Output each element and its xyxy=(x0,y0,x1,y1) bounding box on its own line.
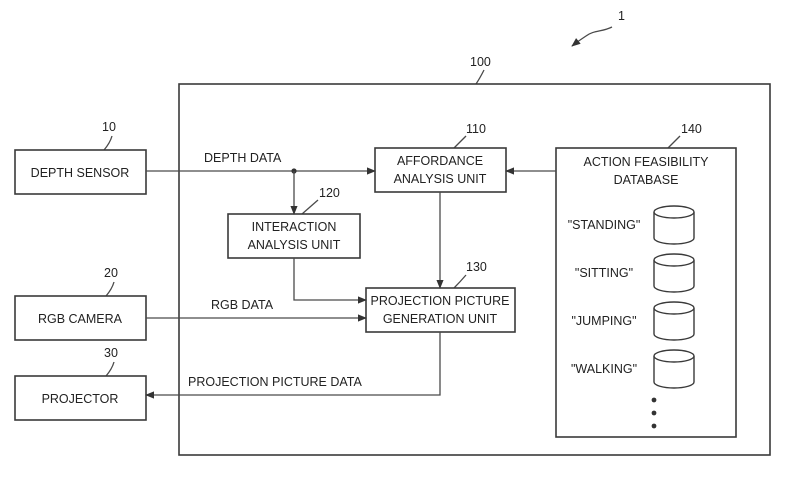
ellipsis-dot xyxy=(651,397,657,403)
ellipsis-dot xyxy=(651,423,657,429)
database-cylinder-icon xyxy=(653,356,695,389)
database-entry: "WALKING" xyxy=(571,349,695,389)
rgb-camera-label: RGB CAMERA xyxy=(38,312,123,326)
affordance-label-line2: ANALYSIS UNIT xyxy=(394,172,487,186)
projector-ref-leader xyxy=(105,361,115,377)
depth-sensor-box xyxy=(14,149,147,195)
database-cylinder-top xyxy=(653,253,695,267)
interaction-label-line1: INTERACTION xyxy=(252,220,337,234)
database-cylinder-top xyxy=(653,301,695,315)
database-entry: "SITTING" xyxy=(575,253,695,293)
interaction-ref-leader xyxy=(301,199,319,215)
database-entry: "JUMPING" xyxy=(571,301,695,341)
database-entry-label: "STANDING" xyxy=(568,218,641,232)
database-cylinder-top xyxy=(653,205,695,219)
action-feasibility-database-box xyxy=(555,147,737,438)
affordance-label-line1: AFFORDANCE xyxy=(397,154,483,168)
interaction-ref-label: 120 xyxy=(319,186,340,200)
rgb-camera-ref-leader xyxy=(105,281,115,297)
rgb-data-label: RGB DATA xyxy=(211,298,274,312)
database-label-line2: DATABASE xyxy=(614,173,679,187)
projection-gen-ref-label: 130 xyxy=(466,260,487,274)
ellipsis-dot xyxy=(651,410,657,416)
system-ref-leader xyxy=(475,69,485,85)
depth-sensor-ref-leader xyxy=(103,135,113,151)
affordance-ref-leader xyxy=(453,135,467,149)
database-cylinder-icon xyxy=(653,308,695,341)
database-ref-label: 140 xyxy=(681,122,702,136)
projector-ref-label: 30 xyxy=(104,346,118,360)
rgb-camera-ref-label: 20 xyxy=(104,266,118,280)
database-entry: "STANDING" xyxy=(568,205,695,245)
interaction-label-line2: ANALYSIS UNIT xyxy=(248,238,341,252)
affordance-ref-label: 110 xyxy=(466,122,486,136)
interaction-to-projection-arrow xyxy=(293,258,367,304)
rgb-camera-box xyxy=(14,295,147,341)
projection-picture-data-label: PROJECTION PICTURE DATA xyxy=(188,375,363,389)
projection-generation-box xyxy=(365,287,516,333)
system-frame xyxy=(178,83,771,456)
database-cylinder-icon xyxy=(653,260,695,293)
projection-gen-label-line1: PROJECTION PICTURE xyxy=(371,294,510,308)
projection-gen-label-line2: GENERATION UNIT xyxy=(383,312,498,326)
projector-label: PROJECTOR xyxy=(42,392,119,406)
database-ellipsis xyxy=(651,397,657,429)
figure-ref-leader xyxy=(571,26,613,47)
system-ref-label: 100 xyxy=(470,55,491,69)
database-ref-leader xyxy=(667,135,681,149)
depth-sensor-ref-label: 10 xyxy=(102,120,116,134)
projection-picture-data-arrow xyxy=(145,332,441,399)
database-cylinder-icon xyxy=(653,212,695,245)
database-cylinder-top xyxy=(653,349,695,363)
figure-ref-label: 1 xyxy=(618,9,625,23)
projection-gen-ref-leader xyxy=(453,274,467,289)
database-label-line1: ACTION FEASIBILITY xyxy=(583,155,709,169)
database-entry-label: "WALKING" xyxy=(571,362,637,376)
database-entry-label: "SITTING" xyxy=(575,266,633,280)
database-entry-label: "JUMPING" xyxy=(571,314,636,328)
depth-sensor-label: DEPTH SENSOR xyxy=(31,166,130,180)
depth-data-label: DEPTH DATA xyxy=(204,151,282,165)
